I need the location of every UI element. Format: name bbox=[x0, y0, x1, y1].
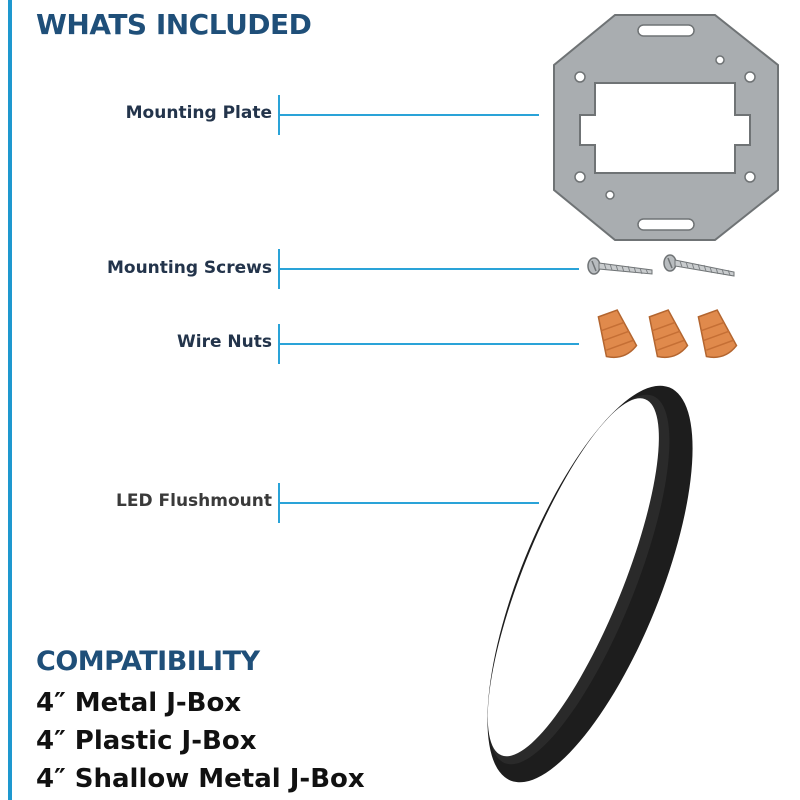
compatibility-heading: COMPATIBILITY bbox=[36, 646, 260, 677]
led-flushmount-label: LED Flushmount bbox=[116, 491, 272, 511]
mounting-screws-leader bbox=[279, 268, 579, 270]
screw-image bbox=[587, 257, 653, 275]
wire-nuts-label: Wire Nuts bbox=[177, 332, 272, 352]
mounting-plate-label: Mounting Plate bbox=[125, 103, 272, 123]
wire-nut-image bbox=[597, 309, 738, 359]
page-title: WHATS INCLUDED bbox=[36, 8, 312, 41]
led-flushmount-leader bbox=[279, 502, 539, 504]
led-flushmount-image bbox=[487, 385, 693, 783]
mounting-plate-leader bbox=[279, 114, 539, 116]
screw-image bbox=[663, 254, 735, 277]
wire-nuts-leader bbox=[279, 343, 579, 345]
compatibility-item: 4″ Plastic J-Box bbox=[36, 726, 257, 756]
compatibility-list: 4″ Metal J-Box 4″ Plastic J-Box 4″ Shall… bbox=[36, 684, 365, 798]
compatibility-item: 4″ Metal J-Box bbox=[36, 688, 242, 718]
mounting-plate-image bbox=[553, 14, 779, 241]
left-accent-bar bbox=[8, 0, 12, 800]
compatibility-item: 4″ Shallow Metal J-Box bbox=[36, 764, 365, 794]
mounting-screws-label: Mounting Screws bbox=[106, 258, 272, 278]
